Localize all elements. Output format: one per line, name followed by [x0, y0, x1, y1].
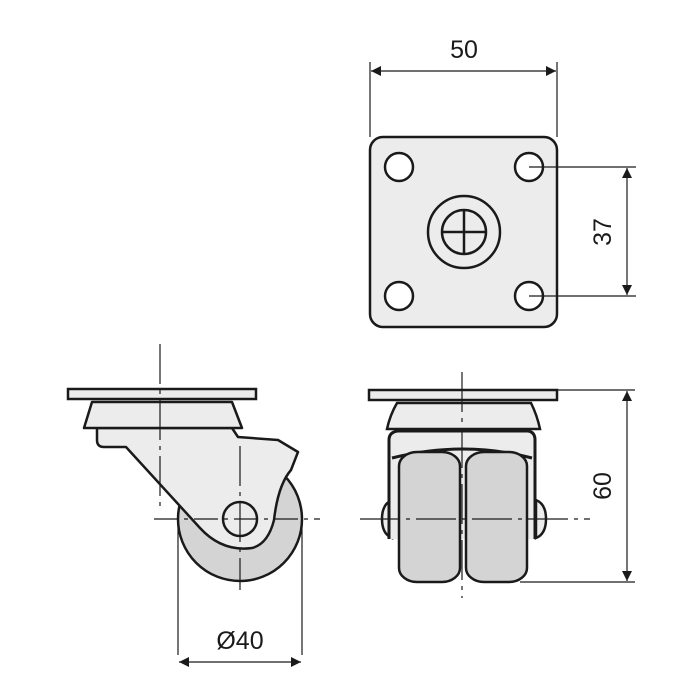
front-view-twin-wheel [360, 372, 590, 598]
top-plate [66, 387, 258, 401]
dimension-label-50: 50 [450, 36, 478, 64]
swivel-housing [82, 400, 244, 430]
bolt-hole-top-left [383, 151, 415, 183]
side-view [66, 344, 320, 590]
dimension-label-diameter-40: Ø40 [216, 627, 263, 655]
dimension-plate-width: 50 [369, 36, 558, 137]
dimension-wheel-diameter: Ø40 [177, 519, 303, 667]
kingpin-outer-ring [426, 194, 502, 270]
swivel-housing-front [385, 401, 542, 431]
bolt-hole-bottom-left [383, 280, 415, 312]
dimension-label-60: 60 [589, 472, 617, 500]
wheel-right [464, 450, 529, 584]
wheel-left [397, 450, 462, 584]
top-plate-front [367, 388, 559, 402]
dimension-hole-spacing: 37 [529, 166, 636, 297]
dimension-total-height: 60 [520, 389, 635, 583]
dimension-label-37: 37 [589, 218, 617, 246]
top-view-mounting-plate [368, 135, 559, 329]
